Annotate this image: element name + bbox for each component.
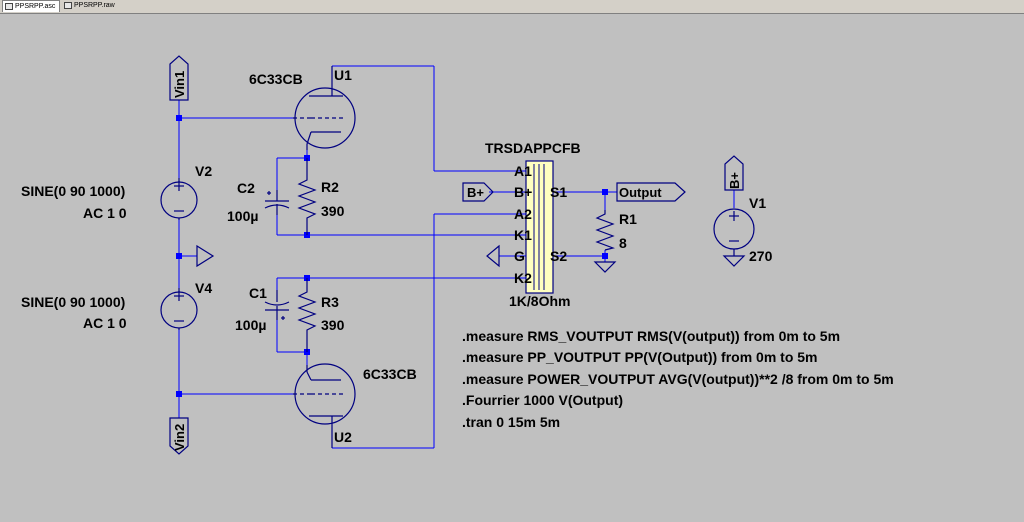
output-label: Output	[619, 185, 662, 200]
v1-bplus-label: B+	[727, 172, 742, 189]
r3-ref-label: R3	[321, 294, 339, 310]
c2-ref-label: C2	[237, 180, 255, 196]
transformer-name-label: TRSDAPPCFB	[485, 140, 581, 156]
ground-icon	[196, 244, 215, 268]
c2-value-label: 100µ	[227, 208, 258, 224]
voltage-source-v2[interactable]	[160, 178, 198, 220]
directive-fourier[interactable]: .Fourrier 1000 V(Output)	[462, 392, 623, 408]
v2-ac-label: AC 1 0	[83, 205, 127, 221]
vin2-flag[interactable]: Vin2	[169, 417, 189, 455]
ground-icon	[593, 261, 617, 273]
u2-model-label: 6C33CB	[363, 366, 417, 382]
output-transformer[interactable]	[525, 160, 554, 294]
u2-ref-label: U2	[334, 429, 352, 445]
pin-s1-label: S1	[550, 184, 567, 200]
pin-g-label: G	[514, 248, 525, 264]
tab-schematic-label: PPSRPP.asc	[15, 3, 56, 10]
u1-model-label: 6C33CB	[249, 71, 303, 87]
pin-a1-label: A1	[514, 163, 532, 179]
schematic-icon	[5, 3, 13, 10]
r1-ref-label: R1	[619, 211, 637, 227]
tab-waveform-label: PPSRPP.raw	[74, 2, 115, 9]
directive-measure-rms[interactable]: .measure RMS_VOUTPUT RMS(V(output)) from…	[462, 328, 840, 344]
pin-k2-label: K2	[514, 270, 532, 286]
pin-bplus-label: B+	[514, 184, 532, 200]
wires	[178, 65, 735, 449]
v4-sine-label: SINE(0 90 1000)	[21, 294, 125, 310]
vin1-label: Vin1	[172, 71, 187, 98]
pin-s2-label: S2	[550, 248, 567, 264]
vin2-label: Vin2	[172, 424, 187, 451]
transformer-value-label: 1K/8Ohm	[509, 293, 570, 309]
bplus-flag-label: B+	[467, 185, 484, 200]
resistor-r2[interactable]	[297, 158, 317, 235]
r2-value-label: 390	[321, 203, 345, 219]
pin-a2-label: A2	[514, 206, 532, 222]
capacitor-c2[interactable]	[264, 190, 290, 215]
c1-ref-label: C1	[249, 285, 267, 301]
v1-ref-label: V1	[749, 195, 766, 211]
document-tab-bar: PPSRPP.asc PPSRPP.raw	[0, 0, 1024, 14]
voltage-source-v4[interactable]	[160, 288, 198, 330]
tab-schematic[interactable]: PPSRPP.asc	[2, 0, 60, 12]
v4-ref-label: V4	[195, 280, 212, 296]
triode-u2[interactable]	[293, 363, 356, 448]
waveform-icon	[64, 2, 72, 9]
r2-ref-label: R2	[321, 179, 339, 195]
triode-u1[interactable]	[293, 66, 356, 150]
output-flag[interactable]: Output	[616, 182, 686, 202]
spice-directives: .measure RMS_VOUTPUT RMS(V(output)) from…	[462, 328, 894, 430]
pin-k1-label: K1	[514, 227, 532, 243]
directive-tran[interactable]: .tran 0 15m 5m	[462, 414, 560, 430]
ground-icon	[486, 244, 500, 268]
resistor-r1[interactable]	[595, 210, 616, 251]
r1-value-label: 8	[619, 235, 627, 251]
c1-value-label: 100µ	[235, 317, 266, 333]
schematic-canvas[interactable]: Vin1 Vin2 B+ Output B+	[1, 14, 1023, 517]
voltage-source-v1[interactable]	[713, 208, 755, 250]
v1-bplus-flag[interactable]: B+	[724, 155, 744, 191]
bplus-net-flag[interactable]: B+	[462, 182, 494, 202]
v4-ac-label: AC 1 0	[83, 315, 127, 331]
directive-measure-power[interactable]: .measure POWER_VOUTPUT AVG(V(output))**2…	[462, 371, 894, 387]
v2-sine-label: SINE(0 90 1000)	[21, 183, 125, 199]
tab-waveform[interactable]: PPSRPP.raw	[62, 0, 120, 12]
u1-ref-label: U1	[334, 67, 352, 83]
resistor-r3[interactable]	[297, 278, 317, 352]
r3-value-label: 390	[321, 317, 345, 333]
capacitor-c1[interactable]	[264, 290, 290, 320]
v1-value-label: 270	[749, 248, 773, 264]
v2-ref-label: V2	[195, 163, 212, 179]
directive-measure-pp[interactable]: .measure PP_VOUTPUT PP(V(Output)) from 0…	[462, 349, 818, 365]
vin1-flag[interactable]: Vin1	[169, 55, 189, 101]
ground-icon	[722, 250, 746, 267]
